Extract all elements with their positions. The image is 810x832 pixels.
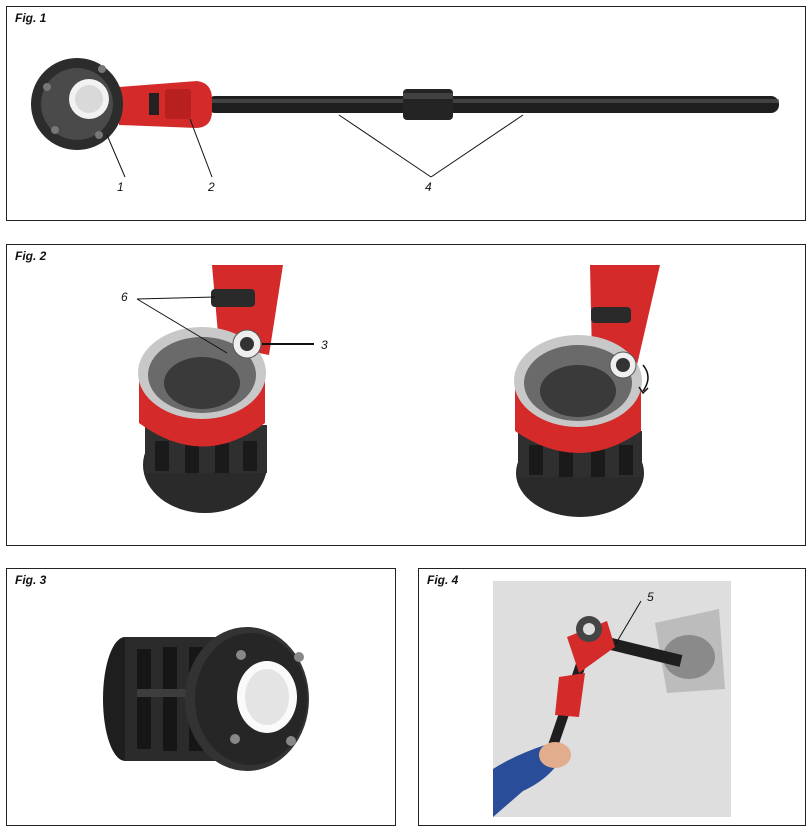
die-head-closeup-right bbox=[514, 265, 660, 517]
die-insertion-illustration: 6 3 bbox=[121, 265, 660, 517]
hand bbox=[539, 742, 571, 768]
handle-bar bbox=[207, 96, 779, 113]
threading-die-head bbox=[103, 627, 309, 771]
figure-4-label: Fig. 4 bbox=[427, 573, 459, 587]
figure-4-panel: Fig. 4 5 bbox=[418, 568, 806, 826]
callout-3: 3 bbox=[321, 338, 328, 352]
callout-5: 5 bbox=[647, 590, 654, 604]
callout-6: 6 bbox=[121, 290, 128, 304]
usage-photo-illustration: 5 bbox=[493, 581, 731, 817]
ratchet-handle-illustration: 1 2 4 bbox=[31, 58, 779, 194]
callout-1: 1 bbox=[117, 180, 124, 194]
figure-1-label: Fig. 1 bbox=[15, 11, 47, 25]
figure-3-label: Fig. 3 bbox=[15, 573, 47, 587]
figure-2-label: Fig. 2 bbox=[15, 249, 47, 263]
figure-2-panel: Fig. 2 6 3 bbox=[6, 244, 806, 546]
rotate-arrow-icon bbox=[642, 364, 649, 392]
figure-3-panel: Fig. 3 bbox=[6, 568, 396, 826]
callout-4: 4 bbox=[425, 180, 432, 194]
figure-1-panel: Fig. 1 1 2 4 bbox=[6, 6, 806, 221]
die-head-illustration bbox=[103, 627, 309, 771]
die-head-closeup-left bbox=[138, 265, 283, 513]
callout-2: 2 bbox=[207, 180, 215, 194]
